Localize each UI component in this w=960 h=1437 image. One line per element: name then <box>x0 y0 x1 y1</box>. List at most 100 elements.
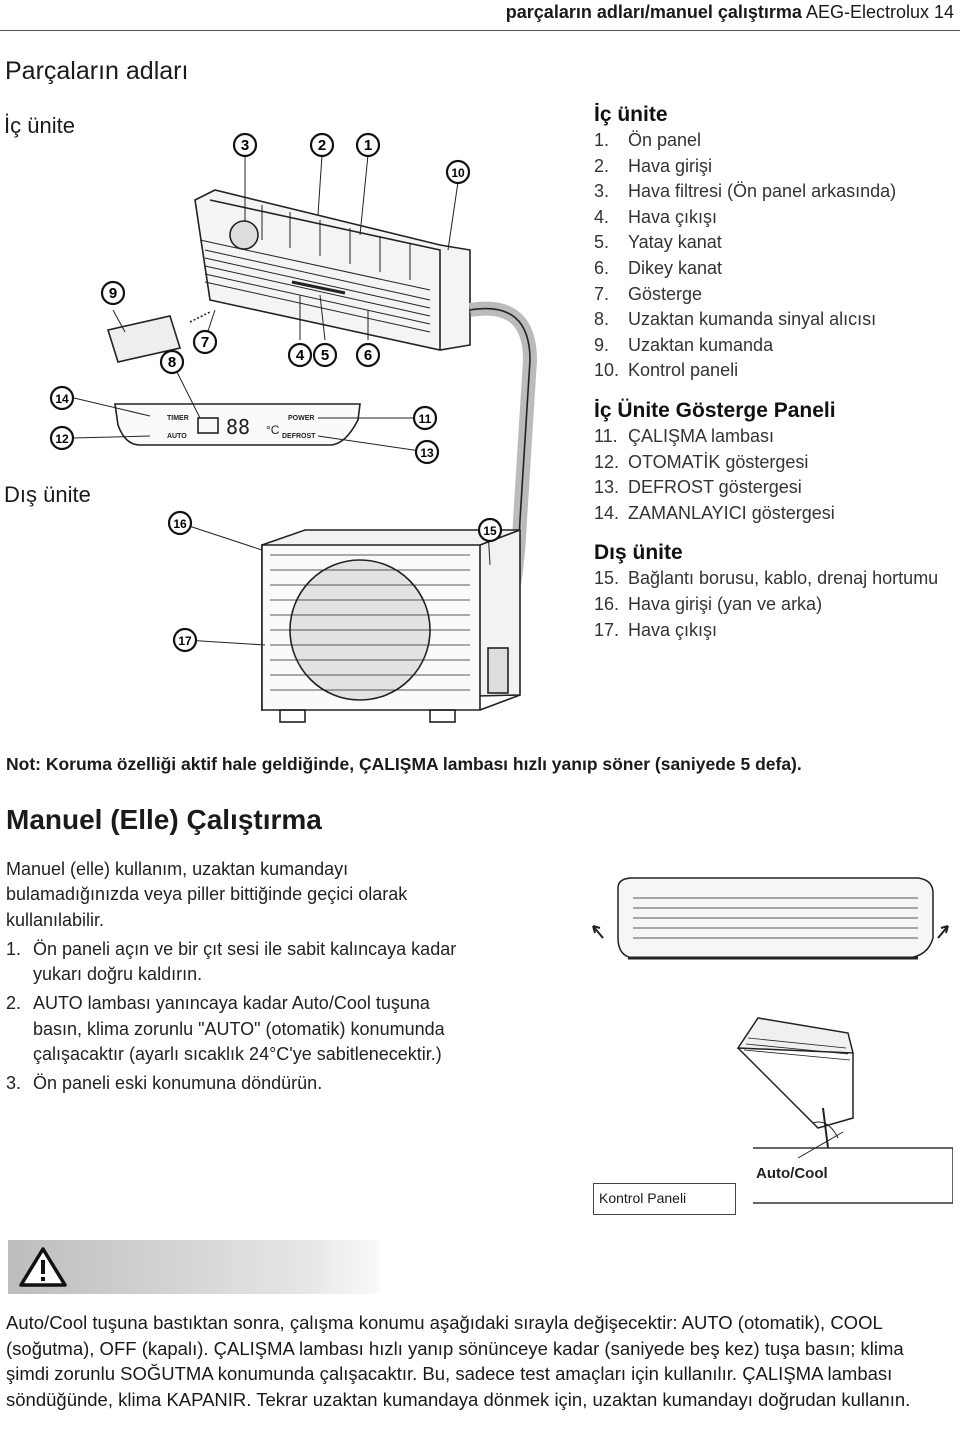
callout-circle <box>355 132 381 158</box>
manual-intro: Manuel (elle) kullanım, uzaktan kumanday… <box>6 859 408 930</box>
callout-circle <box>159 349 185 375</box>
legend-indoor-heading: İç ünite <box>594 103 668 126</box>
callout-number: 1 <box>364 137 372 154</box>
legend-item-number: 14. <box>594 502 620 523</box>
legend-item: 7.Gösterge <box>594 282 956 308</box>
manual-step-number: 1. <box>6 938 22 959</box>
callout-circle <box>232 132 258 158</box>
callout-number: 17 <box>178 634 192 648</box>
callout-number: 15 <box>483 524 497 538</box>
legend-item: 5.Yatay kanat <box>594 230 956 256</box>
callout-number: 5 <box>321 347 329 364</box>
warning-icon <box>19 1247 67 1287</box>
callout-number: 2 <box>318 137 326 154</box>
indoor-unit-label: İç ünite <box>4 113 75 138</box>
protection-note: Not: Koruma özelliği aktif hale geldiğin… <box>6 754 802 774</box>
legend-item-number: 4. <box>594 206 610 227</box>
legend-item-text: Hava filtresi (Ön panel arkasında) <box>628 181 897 202</box>
manual-step-text: AUTO lambası yanıncaya kadar Auto/Cool t… <box>33 993 445 1065</box>
callout-circle <box>100 280 126 306</box>
section-title: Parçaların adları <box>5 57 189 85</box>
callout-number: 9 <box>109 285 117 302</box>
manual-step-number: 3. <box>6 1073 22 1094</box>
legend-item: 10. Kontrol paneli <box>594 358 956 384</box>
legend-item: 4. Hava çıkışı <box>594 205 956 231</box>
legend-item-text: Uzaktan kumanda sinyal alıcısı <box>628 309 877 330</box>
callout-number: 8 <box>168 354 176 371</box>
legend-item: 2.Hava girişi <box>594 154 956 180</box>
manual-step: 2. AUTO lambası yanıncaya kadar Auto/Cool… <box>6 991 476 1067</box>
callout-circle <box>414 439 440 465</box>
legend-outdoor-list: 15. Bağlantı borusu, kablo, drenaj hortum… <box>594 566 956 643</box>
legend-item: 16.Hava girişi (yan ve arka) <box>594 592 956 618</box>
header-brand-page: AEG-Electrolux 14 <box>805 2 954 22</box>
legend-item-number: 3. <box>594 181 610 202</box>
manual-step-number: 2. <box>6 993 22 1014</box>
manual-step-text: Ön paneli açın ve bir çıt sesi ile sabit… <box>33 938 457 985</box>
outdoor-unit-label: Dış ünite <box>4 482 91 507</box>
manual-title: Manuel (Elle) Çalıştırma <box>6 804 322 835</box>
callout-circle <box>49 385 75 411</box>
header-rule <box>0 30 960 31</box>
legend-item-number: 12. <box>594 451 620 472</box>
legend-item-text: ÇALIŞMA lambası <box>628 425 775 446</box>
callout-number: 7 <box>201 334 209 351</box>
legend-outdoor-heading: Dış ünite <box>594 541 683 565</box>
auto-cool-button-label: Auto/Cool <box>756 1165 828 1182</box>
legend-item: 8.Uzaktan kumanda sinyal alıcısı <box>594 307 956 333</box>
legend-item-number: 2. <box>594 155 610 176</box>
display-digits: 88 <box>226 415 250 439</box>
page-header: parçaların adları/manuel çalıştırma AEG-… <box>506 2 954 23</box>
header-section: parçaların adları/manuel çalıştırma <box>505 2 802 22</box>
callout-number: 11 <box>419 412 432 426</box>
legend-item-number: 11. <box>594 425 618 446</box>
legend-item-number: 1. <box>594 130 610 150</box>
display-auto-label: AUTO <box>167 433 187 440</box>
legend-item-number: 13. <box>594 477 620 498</box>
manual-step-text: Ön paneli eski konumuna döndürün. <box>33 1073 323 1094</box>
callout-circle <box>287 342 313 368</box>
callout-circle <box>445 159 471 185</box>
legend-item: 15. Bağlantı borusu, kablo, drenaj hortum… <box>594 566 956 592</box>
legend-item-number: 17. <box>594 619 620 640</box>
legend-item-text: Dikey kanat <box>628 257 723 278</box>
legend-item: 11. ÇALIŞMA lambası <box>594 424 956 450</box>
legend-item-text: Gösterge <box>628 283 703 304</box>
legend-item-text: OTOMATİK göstergesi <box>628 451 809 472</box>
callout-circle <box>312 342 338 368</box>
legend-item: 1. Ön panel <box>594 128 956 154</box>
callout-circle <box>477 517 503 543</box>
callout-circle <box>49 425 75 451</box>
manual-step: 1. Ön paneli açın ve bir çıt sesi ile sab… <box>6 937 476 988</box>
callout-number: 12 <box>55 432 69 446</box>
warning-bar <box>8 1240 380 1294</box>
legend-item-text: Hava çıkışı <box>628 619 718 640</box>
display-unit: °C <box>266 423 280 437</box>
legend-item: 6.Dikey kanat <box>594 256 956 282</box>
legend-display-list: 11. ÇALIŞMA lambası 12. OTOMATİK göstergesi… <box>594 424 956 526</box>
legend-item-number: 15. <box>594 568 620 589</box>
legend-item-text: Hava çıkışı <box>628 206 718 227</box>
callout-circle <box>172 627 198 653</box>
legend-item-number: 10. <box>594 360 620 381</box>
manual-steps: 1. Ön paneli açın ve bir çıt sesi ile sab… <box>6 937 476 1097</box>
callout-circle <box>167 510 193 536</box>
display-defrost-label: DEFROST <box>282 433 316 440</box>
legend-item-text: Ön panel <box>628 130 702 150</box>
callout-circle <box>192 329 218 355</box>
legend-item-text: DEFROST göstergesi <box>628 477 802 498</box>
warning-text: Auto/Cool tuşuna bastıktan sonra, çalışm… <box>6 1312 911 1410</box>
legend-item-number: 16. <box>594 593 620 614</box>
legend-item: 3. Hava filtresi (Ön panel arkasında) <box>594 179 956 205</box>
manual-step: 3. Ön paneli eski konumuna döndürün. <box>6 1071 476 1096</box>
callout-number: 10 <box>451 166 465 180</box>
legend-item-number: 9. <box>594 334 610 355</box>
callout-number: 4 <box>296 347 305 364</box>
legend-item-text: Bağlantı borusu, kablo, drenaj hortumu <box>628 568 939 589</box>
legend-item: 13. DEFROST göstergesi <box>594 475 956 501</box>
legend-item-text: Kontrol paneli <box>628 360 739 381</box>
callout-number: 13 <box>420 446 434 460</box>
